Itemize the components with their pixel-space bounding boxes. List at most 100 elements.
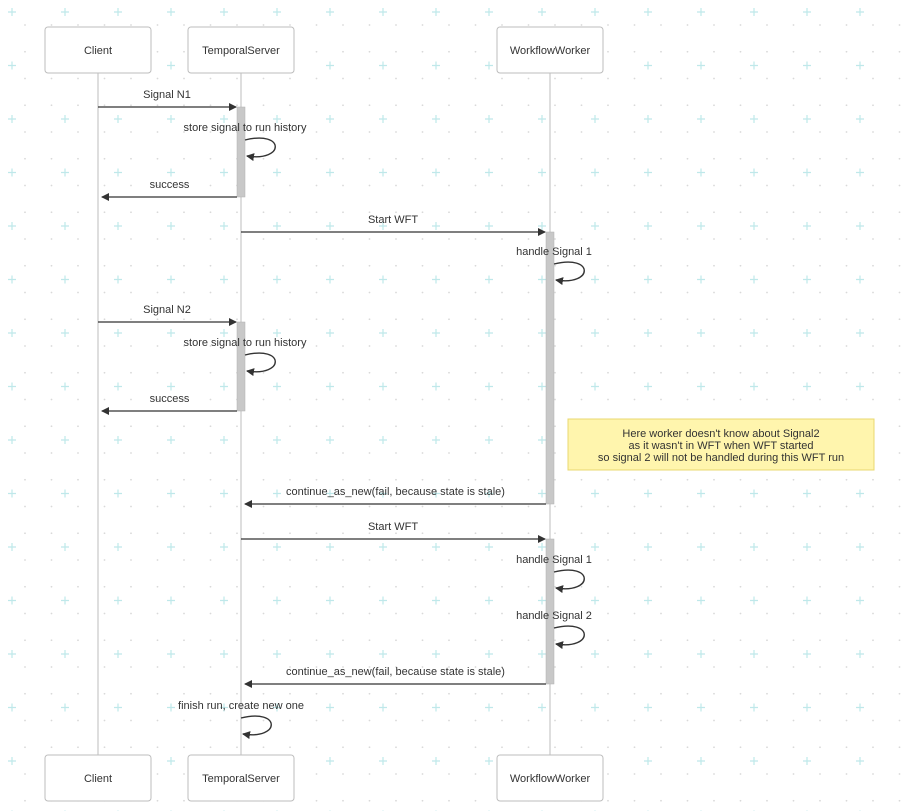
grid-dot bbox=[766, 184, 768, 187]
actor-label: TemporalServer bbox=[202, 773, 280, 785]
grid-dot bbox=[395, 559, 397, 561]
message-3: success bbox=[101, 179, 237, 201]
grid-plus bbox=[8, 115, 16, 123]
grid-dot bbox=[289, 585, 291, 588]
grid-dot bbox=[24, 50, 26, 53]
grid-dot bbox=[315, 211, 318, 214]
grid-dot bbox=[898, 612, 901, 615]
grid-dot bbox=[580, 478, 583, 481]
actor-label: WorkflowWorker bbox=[510, 773, 591, 785]
grid-dot bbox=[315, 238, 318, 240]
grid-dot bbox=[554, 77, 556, 80]
grid-dot bbox=[236, 585, 238, 588]
grid-dot bbox=[766, 345, 768, 347]
grid-dot bbox=[368, 639, 371, 642]
grid-dot bbox=[872, 131, 874, 133]
grid-dot bbox=[554, 318, 556, 321]
grid-dot bbox=[421, 799, 424, 802]
grid-plus bbox=[167, 61, 175, 70]
grid-dot bbox=[792, 371, 795, 374]
grid-dot bbox=[766, 264, 768, 267]
grid-plus bbox=[61, 543, 69, 551]
grid-dot bbox=[77, 452, 79, 454]
grid-dot bbox=[713, 184, 715, 187]
grid-dot bbox=[554, 238, 556, 240]
grid-dot bbox=[607, 532, 609, 535]
grid-plus bbox=[644, 757, 652, 765]
grid-dot bbox=[607, 612, 609, 615]
grid-plus bbox=[432, 703, 440, 712]
grid-dot bbox=[448, 425, 450, 428]
grid-dot bbox=[527, 318, 530, 321]
grid-dot bbox=[872, 238, 874, 240]
grid-dot bbox=[262, 666, 265, 668]
grid-dot bbox=[130, 184, 132, 187]
message-label: store signal to run history bbox=[184, 337, 307, 349]
grid-dot bbox=[130, 452, 132, 454]
grid-dot bbox=[315, 532, 318, 535]
background-grid bbox=[8, 8, 901, 811]
grid-dot bbox=[183, 559, 185, 561]
grid-dot bbox=[898, 211, 901, 214]
grid-dot bbox=[474, 291, 477, 294]
grid-dot bbox=[236, 452, 238, 454]
grid-plus bbox=[591, 222, 599, 230]
grid-dot bbox=[501, 184, 503, 187]
grid-plus bbox=[326, 703, 334, 712]
grid-dot bbox=[130, 692, 132, 695]
grid-dot bbox=[209, 478, 212, 481]
grid-dot bbox=[713, 559, 715, 561]
self-message-arrow bbox=[553, 625, 585, 650]
grid-dot bbox=[183, 104, 185, 107]
self-message-arrow bbox=[553, 569, 585, 594]
grid-dot bbox=[50, 559, 53, 561]
activation-bar bbox=[236, 321, 246, 412]
grid-dot bbox=[103, 184, 106, 187]
grid-plus bbox=[326, 61, 334, 70]
grid-dot bbox=[633, 585, 636, 588]
grid-dot bbox=[766, 50, 768, 53]
grid-dot bbox=[289, 425, 291, 428]
grid-dot bbox=[262, 639, 265, 642]
grid-dot bbox=[554, 585, 556, 588]
grid-dot bbox=[448, 104, 450, 107]
grid-plus bbox=[379, 61, 387, 70]
grid-dot bbox=[898, 238, 901, 240]
grid-dot bbox=[183, 692, 185, 695]
grid-dot bbox=[713, 398, 715, 401]
grid-dot bbox=[395, 238, 397, 240]
grid-dot bbox=[156, 131, 159, 133]
grid-dot bbox=[103, 612, 106, 615]
grid-dot bbox=[103, 264, 106, 267]
grid-dot bbox=[713, 104, 715, 107]
note-line: so signal 2 will not be handled during t… bbox=[598, 452, 844, 464]
grid-dot bbox=[24, 452, 26, 454]
grid-dot bbox=[130, 157, 132, 160]
grid-plus bbox=[114, 650, 122, 658]
grid-plus bbox=[273, 222, 281, 230]
grid-dot bbox=[421, 131, 424, 133]
activation-bar bbox=[545, 231, 555, 505]
grid-dot bbox=[739, 532, 742, 535]
grid-dot bbox=[315, 264, 318, 267]
grid-dot bbox=[845, 478, 848, 481]
grid-plus bbox=[167, 703, 175, 712]
grid-dot bbox=[342, 50, 344, 53]
grid-plus bbox=[167, 329, 175, 337]
grid-dot bbox=[819, 318, 821, 321]
grid-dot bbox=[766, 719, 768, 722]
grid-dot bbox=[421, 238, 424, 240]
grid-dot bbox=[607, 478, 609, 481]
grid-dot bbox=[898, 345, 901, 347]
grid-plus bbox=[538, 703, 546, 712]
grid-plus bbox=[485, 703, 493, 712]
grid-dot bbox=[660, 692, 662, 695]
grid-dot bbox=[183, 612, 185, 615]
grid-dot bbox=[660, 799, 662, 802]
message-1: Signal N1 bbox=[98, 89, 237, 111]
grid-dot bbox=[183, 211, 185, 214]
grid-dot bbox=[580, 692, 583, 695]
grid-dot bbox=[739, 478, 742, 481]
grid-dot bbox=[766, 398, 768, 401]
grid-dot bbox=[342, 318, 344, 321]
